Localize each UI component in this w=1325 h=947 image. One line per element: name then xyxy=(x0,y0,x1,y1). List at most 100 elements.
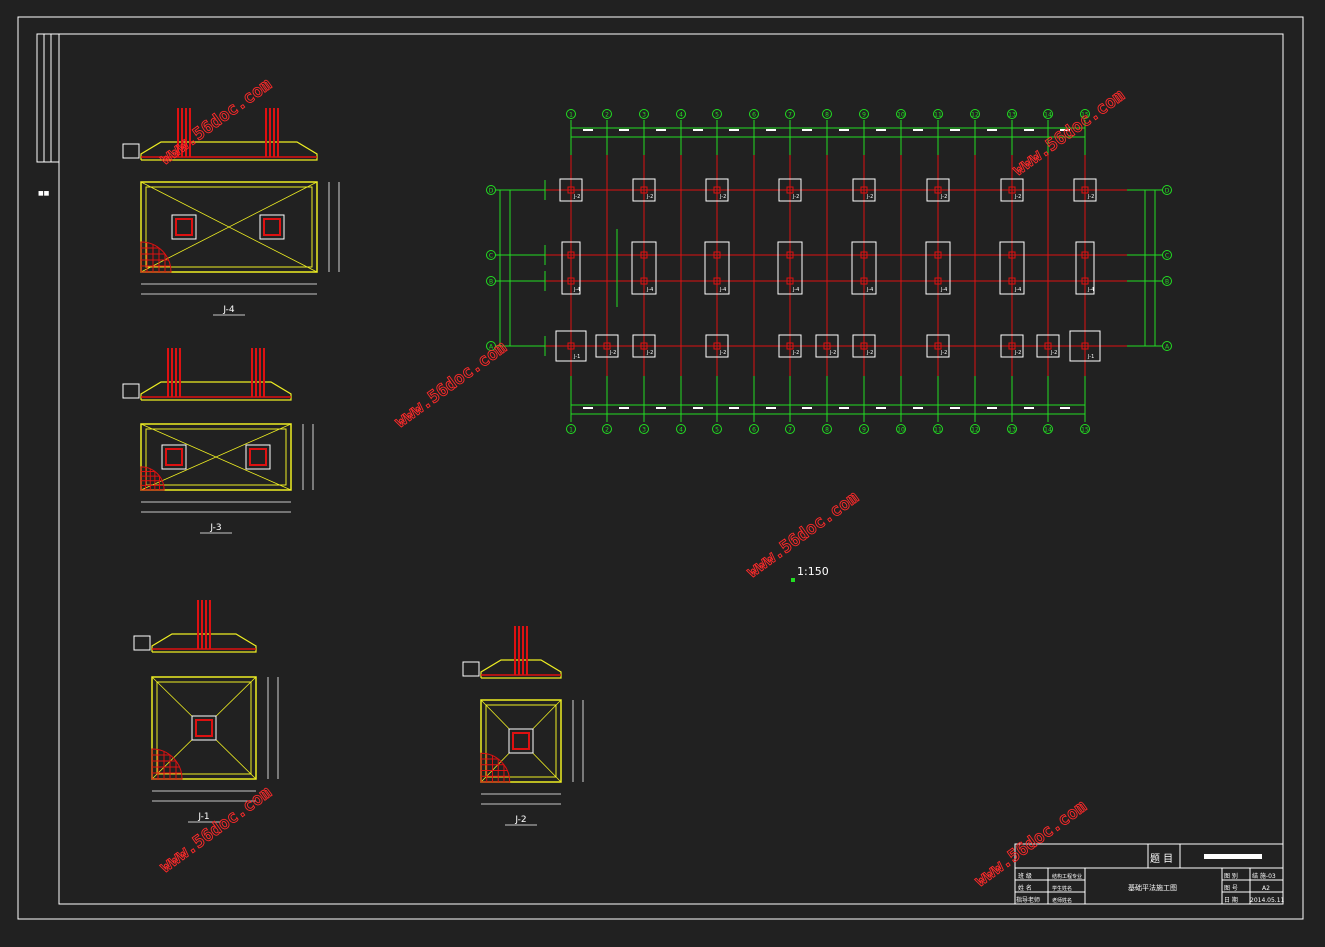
footing-BC-5 xyxy=(925,241,951,295)
axis-bubble-bot-10 xyxy=(896,424,906,434)
dim-text-bot-4 xyxy=(693,407,703,409)
footing-D-6 xyxy=(1000,178,1024,202)
drawing-frame xyxy=(58,33,1284,905)
footing-A-4 xyxy=(778,334,802,358)
dim-text-top-9 xyxy=(876,129,886,131)
footing-BC-1-col-c xyxy=(640,251,648,259)
plan-diag-2-j3 xyxy=(140,423,292,491)
dim-text-bot-5 xyxy=(729,407,739,409)
axis-bubble-bot-1 xyxy=(566,424,576,434)
axis-bubble-bot-9 xyxy=(859,424,869,434)
footing-A-3-label: J-2 xyxy=(719,350,726,356)
scale-label: 1:150 xyxy=(797,565,829,578)
plan-column-rebar-j4-0 xyxy=(175,218,193,236)
axis-label-1: 1 xyxy=(569,427,573,434)
footing-A-5-column xyxy=(823,342,831,350)
axis-label-7: 7 xyxy=(788,112,792,119)
footing-A-3 xyxy=(705,334,729,358)
section-outline-j2 xyxy=(480,659,562,679)
axis-bubble-top-5 xyxy=(712,109,722,119)
footing-A-10 xyxy=(1069,330,1101,362)
footing-BC-7-col-b xyxy=(1081,277,1089,285)
axis-bubble-top-1 xyxy=(566,109,576,119)
axis-label-10: 10 xyxy=(897,112,905,119)
axis-bubble-bot-11 xyxy=(933,424,943,434)
dim-text-bot-9 xyxy=(876,407,886,409)
axis-bubble-bot-8 xyxy=(822,424,832,434)
axis-bubble-left-B xyxy=(486,276,496,286)
tb-left-label-0: 班 级 xyxy=(1018,872,1032,880)
footing-BC-5-label: J-4 xyxy=(940,287,947,293)
axis-bubble-bot-5 xyxy=(712,424,722,434)
footing-A-1-column xyxy=(603,342,611,350)
footing-BC-0-label: J-4 xyxy=(573,287,580,293)
dim-text-top-7 xyxy=(802,129,812,131)
detail-title-j4: J-4 xyxy=(222,305,235,315)
footing-A-0 xyxy=(555,330,587,362)
axis-label-13: 13 xyxy=(1008,112,1016,119)
footing-BC-4 xyxy=(851,241,877,295)
plan-hatch-j2 xyxy=(480,752,511,783)
tb-right-label-0: 图 别 xyxy=(1224,872,1238,880)
plan-inner-j1 xyxy=(156,681,252,775)
axis-bubble-right-C xyxy=(1162,250,1172,260)
footing-A-7 xyxy=(926,334,950,358)
axis-bubble-bot-15 xyxy=(1080,424,1090,434)
binding-mark: ■■ xyxy=(38,190,50,197)
dim-text-bot-13 xyxy=(1024,407,1034,409)
dim-text-bot-10 xyxy=(913,407,923,409)
footing-BC-5-col-c xyxy=(934,251,942,259)
axis-bubble-top-2 xyxy=(602,109,612,119)
plan-column-rebar-j1-0 xyxy=(195,719,213,737)
footing-BC-4-col-b xyxy=(860,277,868,285)
axis-bubble-top-15 xyxy=(1080,109,1090,119)
footing-BC-3 xyxy=(777,241,803,295)
axis-bubble-bot-7 xyxy=(785,424,795,434)
axis-bubble-top-9 xyxy=(859,109,869,119)
axis-bubble-top-3 xyxy=(639,109,649,119)
footing-BC-3-col-b xyxy=(786,277,794,285)
plan-hatch-j3 xyxy=(140,466,165,491)
footing-D-2-label: J-2 xyxy=(719,194,726,200)
footing-A-0-column xyxy=(567,342,575,350)
tb-right-label-2: 日 期 xyxy=(1224,896,1238,904)
axis-label-B: B xyxy=(1165,279,1169,286)
axis-label-A: A xyxy=(1165,344,1170,351)
tb-right-value-2: 2014.05.11 xyxy=(1250,897,1285,904)
footing-BC-1-label: J-4 xyxy=(646,287,653,293)
dim-text-top-10 xyxy=(913,129,923,131)
axis-label-5: 5 xyxy=(715,427,719,434)
footing-D-1-label: J-2 xyxy=(646,194,653,200)
axis-label-7: 7 xyxy=(788,427,792,434)
section-step-j3 xyxy=(122,383,140,399)
axis-bubble-top-6 xyxy=(749,109,759,119)
sheet-border xyxy=(17,16,1304,920)
section-outline-j1 xyxy=(151,633,257,653)
watermark-3: www.56doc.com xyxy=(391,338,510,432)
footing-A-5 xyxy=(815,334,839,358)
footing-D-0-column xyxy=(567,186,575,194)
footing-A-6-column xyxy=(860,342,868,350)
watermark-5: www.56doc.com xyxy=(156,783,275,877)
footing-BC-4-label: J-4 xyxy=(866,287,873,293)
footing-A-7-label: J-2 xyxy=(940,350,947,356)
footing-A-5-label: J-2 xyxy=(829,350,836,356)
axis-label-8: 8 xyxy=(825,112,829,119)
axis-bubble-top-14 xyxy=(1043,109,1053,119)
footing-A-9-column xyxy=(1044,342,1052,350)
tb-right-value-0: 结 施-03 xyxy=(1252,872,1276,880)
dim-text-top-3 xyxy=(656,129,666,131)
dim-text-bot-7 xyxy=(802,407,812,409)
dim-text-top-6 xyxy=(766,129,776,131)
axis-label-C: C xyxy=(489,253,493,260)
footing-A-10-label: J-1 xyxy=(1087,354,1094,360)
plan-hatch-j1 xyxy=(151,748,183,780)
footing-D-5 xyxy=(926,178,950,202)
axis-label-13: 13 xyxy=(1008,427,1016,434)
footing-A-1 xyxy=(595,334,619,358)
footing-BC-6-col-b xyxy=(1008,277,1016,285)
axis-label-1: 1 xyxy=(569,112,573,119)
footing-BC-0-col-b xyxy=(567,277,575,285)
axis-bubble-right-B xyxy=(1162,276,1172,286)
